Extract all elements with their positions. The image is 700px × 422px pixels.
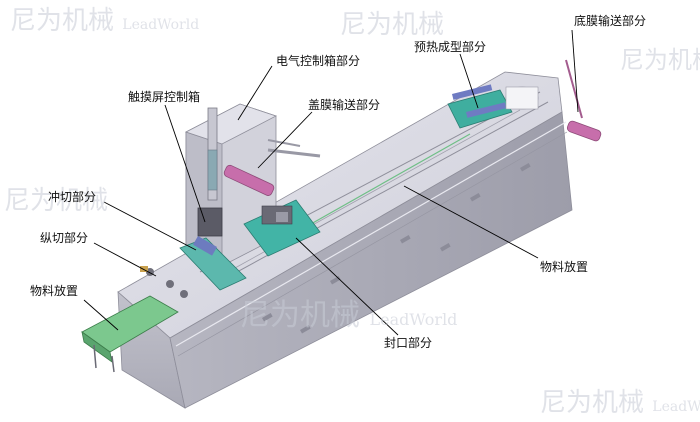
watermark-center: 尼为机械 LeadWorld [240,298,458,333]
leader-preheat [459,53,479,109]
label-touchscreen-box: 触摸屏控制箱 [128,90,201,104]
label-material-placement-left: 物料放置 [30,284,79,298]
machine-long-side [169,111,573,409]
leader-cover-film [257,111,313,169]
label-punch-cut: 冲切部分 [48,190,97,204]
watermark-top-left: 尼为机械 LeadWorld [10,6,200,36]
watermark-top-mid: 尼为机械 [340,10,445,40]
leader-bottom-film [571,29,579,113]
watermark-right: 尼为机械 [620,46,700,74]
label-electric-control-box: 电气控制箱部分 [276,54,361,68]
leader-electric-box [237,65,273,121]
leader-sealing [295,237,399,336]
label-longitudinal-cut: 纵切部分 [40,231,89,245]
pneumatic-cylinders [223,59,602,196]
leader-material-right [403,185,539,259]
cover-film-roller [267,139,321,158]
leader-longitudinal [93,242,157,277]
leader-touchscreen [164,104,206,223]
label-cover-film-feed: 盖膜输送部分 [308,98,381,112]
leader-punch-cut [103,201,197,251]
punch-cut-unit [179,235,247,291]
label-material-placement-right: 物料放置 [540,260,589,274]
watermark-bottom-right: 尼为机械 LeadWorld [540,388,700,418]
longitudinal-cut-unit [140,266,188,298]
label-bottom-film-feed: 底膜输送部分 [574,14,647,28]
sealing-unit [243,199,321,257]
infeed-conveyor [81,295,179,373]
label-preheat-forming: 预热成型部分 [414,40,487,54]
watermark-left: 尼为机械 [4,186,109,216]
side-panel-cutouts [261,163,531,334]
preheat-forming-unit [447,84,539,129]
leader-material-left [83,299,119,331]
label-sealing: 封口部分 [384,336,433,350]
leader-lines [83,29,579,336]
